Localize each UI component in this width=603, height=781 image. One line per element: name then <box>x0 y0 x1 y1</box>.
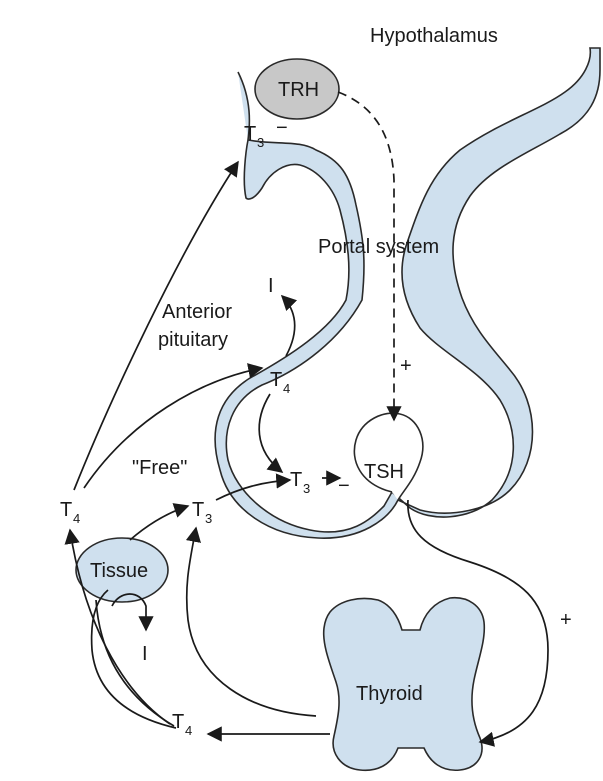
svg-text:4: 4 <box>73 511 80 526</box>
anterior-label: Anterior <box>162 301 232 323</box>
portal-system-label: Portal system <box>318 236 439 258</box>
left-t4-label: T 4 <box>60 499 80 526</box>
t4-to-hypothalamus-arrow <box>74 162 238 490</box>
svg-text:3: 3 <box>257 135 264 150</box>
svg-text:T: T <box>172 711 184 733</box>
svg-text:T: T <box>290 469 302 491</box>
pituitary-iodide-arrow <box>282 296 295 356</box>
tsh-minus: − <box>338 475 350 497</box>
portal-plus: + <box>400 355 412 377</box>
svg-text:4: 4 <box>283 381 290 396</box>
hypothalamus-label: Hypothalamus <box>370 25 498 47</box>
thyroid-to-t3-arrow <box>187 528 316 716</box>
pituitary-label: pituitary <box>158 329 228 351</box>
free-t3-label: T 3 <box>192 499 212 526</box>
free-label: "Free" <box>132 457 187 479</box>
tsh-bay <box>354 413 422 500</box>
svg-text:T: T <box>244 123 256 145</box>
tissue-label: Tissue <box>90 560 148 582</box>
svg-text:T: T <box>270 369 282 391</box>
tsh-thyroid-plus: + <box>560 609 572 631</box>
tissue-to-t3-arrow <box>130 506 188 540</box>
svg-text:3: 3 <box>303 481 310 496</box>
t4-to-t3-pituitary-arrow <box>259 394 282 472</box>
pituitary-t3-label: T 3 <box>290 469 310 496</box>
bottom-t4-label: T 4 <box>172 711 192 738</box>
t4-to-tissue-arrow <box>96 600 174 726</box>
hypothalamus-minus: − <box>276 117 288 139</box>
svg-text:4: 4 <box>185 723 192 738</box>
t4-to-tissue-arrow-2 <box>92 590 176 728</box>
svg-text:T: T <box>192 499 204 521</box>
svg-text:T: T <box>60 499 72 521</box>
thyroid-label: Thyroid <box>356 683 423 705</box>
trh-label: TRH <box>278 79 319 101</box>
tissue-iodide-label: I <box>142 643 148 665</box>
tsh-label: TSH <box>364 461 404 483</box>
svg-text:3: 3 <box>205 511 212 526</box>
pituitary-iodide-label: I <box>268 275 274 297</box>
